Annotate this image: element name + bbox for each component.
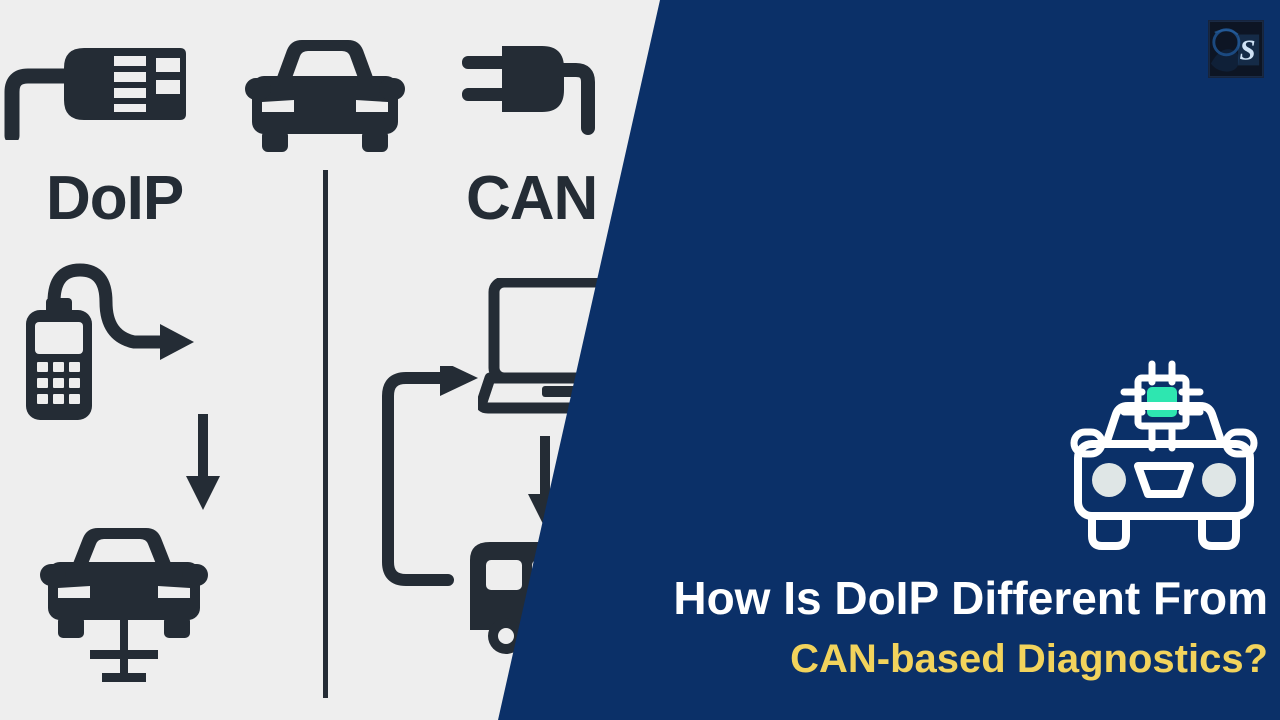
title-block: How Is DoIP Different From CAN-based Dia… — [556, 572, 1268, 681]
page-title: How Is DoIP Different From — [673, 572, 1268, 624]
arrow-down-icon-left — [186, 414, 220, 510]
label-doip: DoIP — [46, 164, 184, 233]
connected-car-chip-icon — [1058, 356, 1270, 568]
elbow-arrow-right-icon — [374, 366, 484, 594]
obd-scanner-icon — [24, 258, 214, 428]
car-on-lift-icon — [34, 522, 214, 692]
logo-letter: S — [1240, 35, 1256, 67]
vertical-divider — [323, 170, 328, 698]
page-subtitle: CAN-based Diagnostics? — [790, 636, 1268, 681]
label-can: CAN — [466, 164, 598, 233]
car-front-icon — [240, 34, 410, 156]
brand-logo[interactable]: S — [1208, 20, 1264, 78]
ethernet-plug-icon — [4, 28, 194, 140]
power-plug-icon — [460, 38, 620, 138]
